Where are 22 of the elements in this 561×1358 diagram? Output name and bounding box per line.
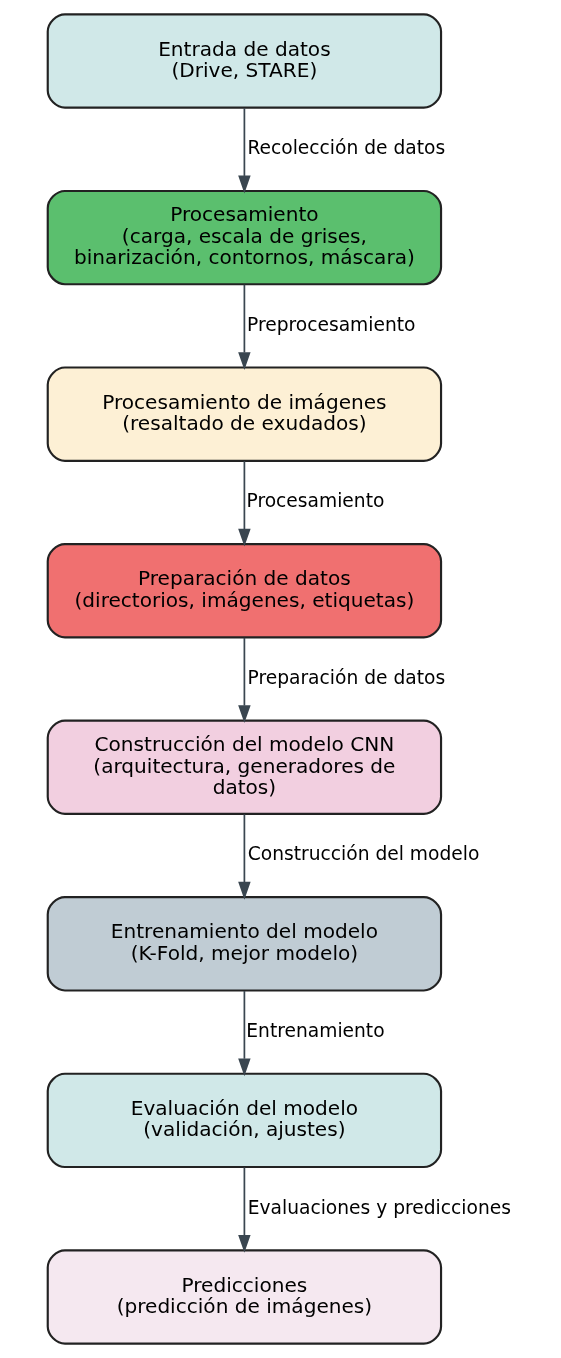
node-box: Construcción del modelo CNN (arquitectura, generadores de datos) [46,719,442,815]
arrow [237,990,251,1077]
node-box: Entrada de datos (Drive, STARE) [46,13,442,109]
node-box: Procesamiento de imágenes (resaltado de exudados) [46,366,442,462]
arrow [237,460,251,547]
arrow [237,813,251,900]
arrow [237,636,251,724]
edge-label: Preprocesamiento [246,313,415,335]
node-box: Evaluación del modelo (validación, ajustes) [46,1072,442,1169]
arrow [237,107,251,194]
arrow [237,1166,251,1253]
node-box: Procesamiento (carga, escala de grises, binarización, contornos, máscara) [46,189,442,286]
edge-label: Entrenamiento [245,1020,385,1041]
edge-label: Recolección de datos [246,137,445,159]
edge-label: Evaluaciones y predicciones [247,1196,511,1218]
node-box: Preparación de datos (directorios, imágenes, etiquetas) [46,543,442,639]
node-box: Entrenamiento del modelo (K-Fold, mejor modelo) [46,896,442,992]
edge-label: Construcción del modelo [247,843,479,865]
node-box: Predicciones (predicción de imágenes) [46,1249,442,1345]
edge-label: Procesamiento [246,490,384,512]
edge-label: Preparación de datos [247,666,445,688]
arrow [237,283,251,370]
